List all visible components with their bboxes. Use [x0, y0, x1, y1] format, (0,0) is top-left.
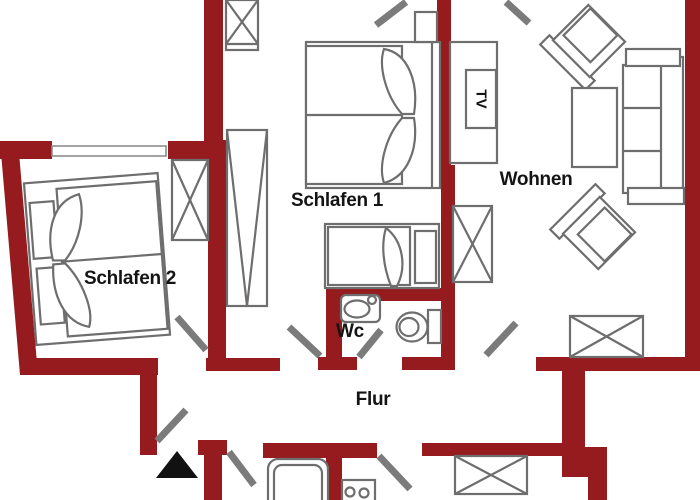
- schlafen2-double-bed: [22, 171, 172, 347]
- schlafen1-double-bed: [304, 40, 442, 190]
- room-label-wc: Wc: [336, 321, 364, 342]
- sofa: [621, 47, 686, 206]
- shower-tray: [266, 457, 330, 500]
- schlafen2-wardrobe: [170, 158, 210, 242]
- wohnen-wardrobe: [451, 204, 494, 284]
- armchair-bottom: [548, 182, 637, 271]
- room-label-schlafen1: Schlafen 1: [290, 190, 384, 211]
- window-schlafen2: [51, 145, 167, 157]
- tv-board: [448, 40, 499, 165]
- schlafen1-nightstand: [413, 10, 439, 44]
- room-label-schlafen2: Schlafen 2: [83, 268, 177, 289]
- wardrobe-tall-v: [225, 128, 269, 308]
- wc-toilet: [395, 308, 443, 345]
- room-label-flur: Flur: [355, 389, 391, 410]
- entrance-arrow: [156, 451, 198, 478]
- wardrobe-top: [224, 0, 260, 52]
- armchair-top: [538, 3, 627, 92]
- door-swings: [154, 0, 532, 492]
- sideboard-x: [568, 314, 645, 359]
- tv-label: TV: [472, 89, 490, 109]
- room-label-wohnen: Wohnen: [499, 169, 573, 190]
- schlafen1-single-bed: [323, 222, 441, 290]
- coffee-table: [570, 86, 619, 169]
- wc-sink: [339, 293, 382, 324]
- stove-unit: [340, 478, 377, 500]
- chest-x-bottom: [453, 454, 529, 496]
